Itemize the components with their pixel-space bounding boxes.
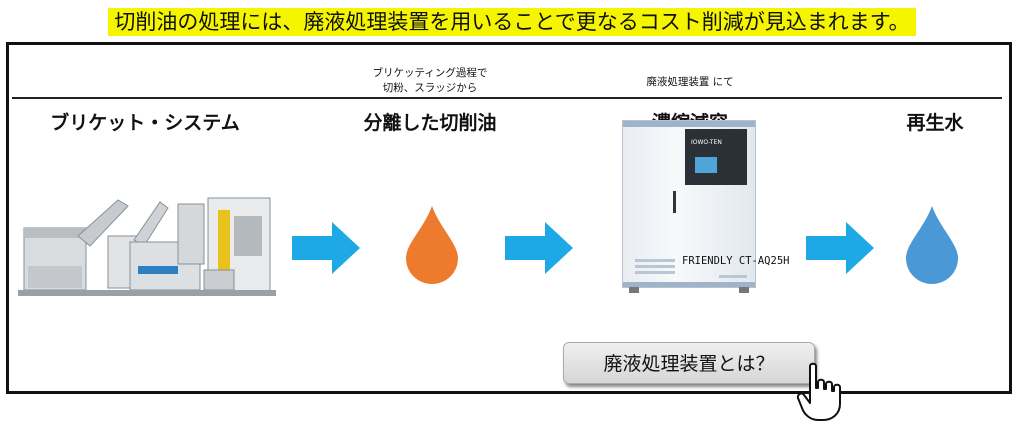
unit-foot — [629, 287, 639, 293]
arrow-right-icon — [292, 222, 360, 274]
recycled-water-title: 再生水 — [906, 112, 964, 134]
unit-foot — [739, 287, 749, 293]
separated-oil-note: ブリケッティング過程で 切粉、スラッジから — [355, 66, 505, 96]
wastewater-treatment-unit-image: IOWO-TEN — [622, 120, 756, 293]
unit-door-handle — [673, 191, 676, 213]
separated-oil-title: 分離した切削油 — [363, 112, 497, 134]
model-label: FRIENDLY CT-AQ25H — [682, 255, 790, 267]
what-is-wastewater-treatment-button[interactable]: 廃液処理装置とは？ — [563, 342, 815, 384]
unit-vent — [719, 275, 747, 278]
headline: 切削油の処理には、廃液処理装置を用いることで更なるコスト削減が見込まれます。 — [0, 6, 1024, 36]
arrow-right-icon — [806, 222, 874, 274]
concentration-note: 廃液処理装置 にて — [646, 76, 734, 88]
oil-drop-icon — [406, 206, 458, 284]
unit-top-band — [623, 121, 755, 127]
unit-bottom-band — [623, 282, 755, 287]
unit-vent — [635, 271, 675, 274]
unit-display — [695, 157, 717, 173]
unit-vent — [635, 265, 675, 268]
briquette-machine-image — [18, 197, 276, 296]
headline-text: 切削油の処理には、廃液処理装置を用いることで更なるコスト削減が見込まれます。 — [108, 8, 916, 36]
unit-control-panel: IOWO-TEN — [685, 129, 747, 185]
process-frame — [6, 42, 1012, 394]
unit-vent — [635, 259, 675, 262]
arrow-right-icon — [505, 222, 573, 274]
pointing-hand-icon — [796, 362, 841, 421]
separated-oil-note-line2: 切粉、スラッジから — [382, 82, 478, 94]
separated-oil-note-line1: ブリケッティング過程で — [372, 67, 488, 79]
header-divider — [12, 97, 1002, 99]
unit-brand-logo: IOWO-TEN — [691, 139, 722, 146]
water-drop-icon — [906, 206, 958, 284]
briquette-system-title: ブリケット・システム — [50, 112, 240, 134]
